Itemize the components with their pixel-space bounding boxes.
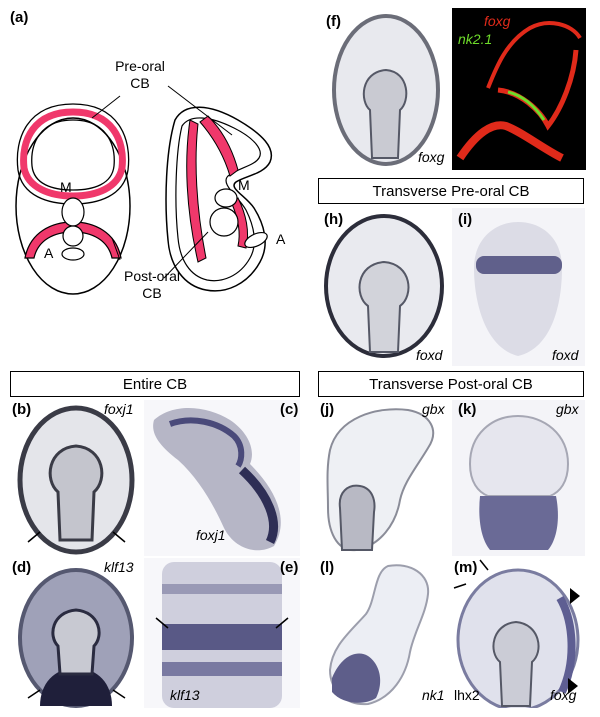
right-anus-label: A [276, 231, 286, 247]
panel-i-gene: foxd [552, 347, 579, 363]
panel-k-image: (k) gbx [452, 400, 585, 556]
panel-g-gene-green: nk2.1 [458, 31, 493, 47]
panel-c-image: (c) foxj1 [144, 400, 300, 556]
right-anus [244, 231, 268, 249]
panel-l-gene: nk1 [422, 687, 445, 703]
panel-k-gene: gbx [556, 401, 579, 417]
panel-c-label: (c) [280, 401, 299, 418]
panel-m-label: (m) [454, 559, 478, 576]
panel-f-gene: foxg [418, 149, 445, 165]
panel-f-image: (f) foxg [320, 8, 453, 170]
panel-j-image: (j) gbx [318, 400, 451, 556]
right-stomach [209, 207, 239, 237]
panel-d-label: (d) [12, 559, 32, 576]
panel-a-label: (a) [10, 9, 29, 26]
panel-l-image: (l) nk1 [318, 558, 451, 708]
panel-h-gene: foxd [416, 347, 443, 363]
panel-e-label: (e) [280, 559, 299, 576]
panel-f-label: (f) [326, 13, 341, 30]
right-preoral-cb [199, 115, 239, 177]
panel-i-image: (i) foxd [452, 208, 585, 366]
panel-e-gene: klf13 [170, 687, 200, 703]
panel-g-gene-red: foxg [484, 13, 511, 29]
panel-d-image: (d) klf13 [10, 558, 143, 708]
left-anus-label: A [44, 245, 54, 261]
panel-m-gene-plain: lhx2 [454, 687, 480, 703]
postoral-cb-label: Post-oral CB [123, 268, 181, 301]
panel-j-label: (j) [320, 401, 335, 418]
panel-b-image: (b) foxj1 [10, 400, 143, 556]
panel-a-diagram: (a) Pre-oral CB Post-oral [0, 0, 310, 360]
panel-k-label: (k) [458, 401, 477, 418]
panel-b-gene: foxj1 [104, 401, 134, 417]
panel-j-gene: gbx [422, 401, 445, 417]
header-entire-cb: Entire CB [10, 371, 300, 397]
panel-b-label: (b) [12, 401, 32, 418]
panel-d-gene: klf13 [104, 559, 134, 575]
panel-m-gene: foxg [550, 687, 577, 703]
left-stomach [62, 225, 84, 247]
preoral-cb-label: Pre-oral CB [115, 58, 165, 91]
panel-e-image: (e) klf13 [144, 558, 300, 708]
panel-g-image: (g) foxg nk2.1 [452, 8, 586, 170]
panel-i-label: (i) [458, 211, 473, 228]
panel-g-label: (g) [456, 13, 476, 30]
panel-m-image: (m) lhx2 foxg [452, 558, 585, 708]
left-mouth-label: M [60, 179, 72, 195]
left-preoral-cb [20, 108, 126, 200]
right-postoral-cb [186, 119, 207, 263]
panel-l-label: (l) [320, 559, 335, 576]
larva-diagram [15, 85, 273, 295]
right-mouth-label: M [238, 177, 250, 193]
header-transverse-postoral: Transverse Post-oral CB [318, 371, 584, 397]
header-transverse-preoral: Transverse Pre-oral CB [318, 178, 584, 204]
panel-c-gene: foxj1 [196, 527, 226, 543]
left-anus [61, 247, 85, 261]
panel-h-image: (h) foxd [318, 208, 451, 366]
left-mouth [61, 197, 85, 227]
left-postoral-cb [24, 221, 122, 259]
panel-h-label: (h) [324, 211, 344, 228]
right-mouth [214, 188, 238, 208]
